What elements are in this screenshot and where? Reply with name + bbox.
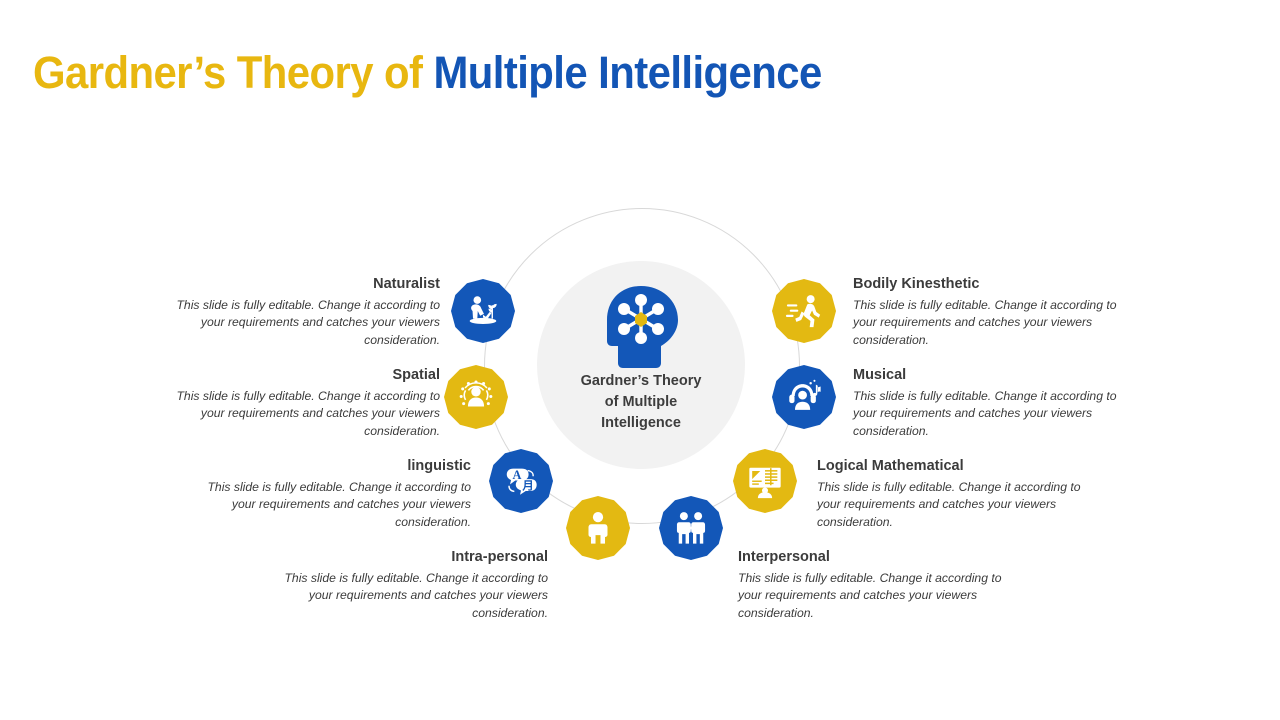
- hub-title: Gardner’s Theory of Multiple Intelligenc…: [537, 371, 745, 434]
- single-person-icon: [588, 511, 608, 544]
- running-person-icon: [785, 295, 821, 328]
- node-label-bodily-kinesthetic: Bodily Kinesthetic: [853, 276, 980, 292]
- svg-text:A: A: [512, 468, 521, 482]
- node-text-musical: Musical This slide is fully editable. Ch…: [853, 366, 1131, 440]
- hub-title-line-2: of Multiple: [604, 394, 678, 410]
- node-text-logical-mathematical: Logical Mathematical This slide is fully…: [817, 457, 1095, 531]
- node-body-spatial: This slide is fully editable. Change it …: [176, 389, 440, 438]
- node-label-spatial: Spatial: [392, 367, 440, 383]
- node-body-musical: This slide is fully editable. Change it …: [853, 389, 1117, 438]
- page-title: Gardner’s Theory of Multiple Intelligenc…: [33, 45, 822, 101]
- head-network-icon: [598, 283, 684, 376]
- node-body-logical-mathematical: This slide is fully editable. Change it …: [817, 480, 1081, 529]
- node-label-logical-mathematical: Logical Mathematical: [817, 458, 964, 474]
- node-label-interpersonal: Interpersonal: [738, 549, 830, 565]
- node-text-spatial: Spatial This slide is fully editable. Ch…: [162, 366, 440, 440]
- translation-bubbles-icon: A 月: [506, 468, 537, 495]
- node-body-interpersonal: This slide is fully editable. Change it …: [738, 571, 1002, 620]
- node-label-intra-personal: Intra-personal: [451, 549, 548, 565]
- node-label-naturalist: Naturalist: [373, 276, 440, 292]
- whiteboard-presentation-icon: [749, 467, 781, 499]
- spatial-awareness-icon: [459, 380, 493, 407]
- title-part-gold: Gardner’s Theory of: [33, 47, 434, 98]
- hub-title-line-1: Gardner’s Theory: [580, 373, 702, 389]
- connector-ring: [484, 208, 800, 524]
- node-badge-spatial[interactable]: [444, 365, 508, 429]
- two-people-handshake-icon: [676, 512, 706, 544]
- node-badge-bodily-kinesthetic[interactable]: [772, 279, 836, 343]
- node-badge-musical[interactable]: [772, 365, 836, 429]
- node-badge-logical-mathematical[interactable]: [733, 449, 797, 513]
- planting-person-icon: [469, 296, 497, 325]
- hub-title-line-3: Intelligence: [601, 415, 681, 431]
- node-label-musical: Musical: [853, 367, 907, 383]
- node-badge-interpersonal[interactable]: [659, 496, 723, 560]
- node-badge-linguistic[interactable]: A 月: [489, 449, 553, 513]
- node-body-naturalist: This slide is fully editable. Change it …: [176, 298, 440, 347]
- title-part-blue: Multiple Intelligence: [433, 47, 822, 98]
- node-body-intra-personal: This slide is fully editable. Change it …: [284, 571, 548, 620]
- center-hub: Gardner’s Theory of Multiple Intelligenc…: [537, 261, 745, 469]
- node-text-intra-personal: Intra-personal This slide is fully edita…: [270, 548, 548, 622]
- node-label-linguistic: linguistic: [407, 458, 471, 474]
- node-badge-intra-personal[interactable]: [566, 496, 630, 560]
- svg-text:月: 月: [521, 480, 533, 493]
- node-text-naturalist: Naturalist This slide is fully editable.…: [162, 275, 440, 349]
- node-badge-naturalist[interactable]: [451, 279, 515, 343]
- node-body-bodily-kinesthetic: This slide is fully editable. Change it …: [853, 298, 1117, 347]
- node-text-interpersonal: Interpersonal This slide is fully editab…: [738, 548, 1016, 622]
- headphones-person-icon: [789, 379, 821, 410]
- node-text-bodily-kinesthetic: Bodily Kinesthetic This slide is fully e…: [853, 275, 1131, 349]
- node-text-linguistic: linguistic This slide is fully editable.…: [193, 457, 471, 531]
- node-body-linguistic: This slide is fully editable. Change it …: [207, 480, 471, 529]
